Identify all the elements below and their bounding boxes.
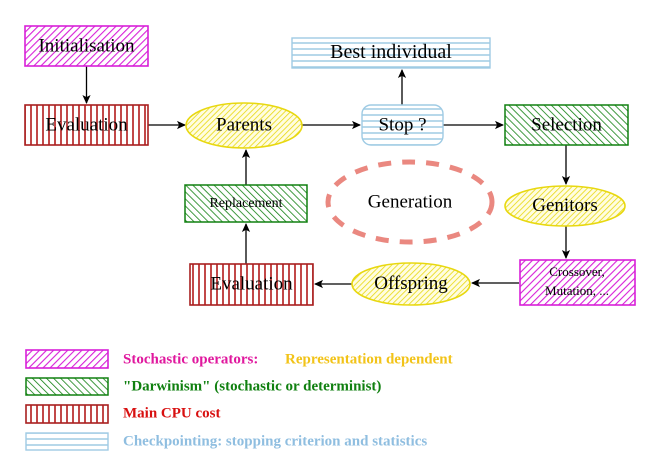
legend-row-cpu: Main CPU cost bbox=[25, 404, 221, 424]
node-stop[interactable]: Stop ? bbox=[361, 104, 444, 146]
node-genitors[interactable]: Genitors bbox=[504, 185, 626, 227]
node-best-individual-shape bbox=[291, 37, 491, 69]
edges-layer bbox=[82, 66, 571, 289]
legend-row-stochastic: Stochastic operators: Representation dep… bbox=[25, 349, 453, 369]
node-generation: Generation bbox=[325, 159, 495, 245]
node-replacement-shape bbox=[184, 184, 308, 223]
legend-row-darwinism: "Darwinism" (stochastic or determinist) bbox=[25, 377, 381, 396]
legend-swatch-cpu bbox=[25, 404, 109, 424]
legend-text-representation-dependent: Representation dependent bbox=[285, 351, 453, 367]
node-crossover-mutation-shape bbox=[519, 259, 636, 306]
node-replacement[interactable]: Replacement bbox=[184, 184, 308, 223]
node-best-individual[interactable]: Best individual bbox=[291, 37, 491, 69]
node-crossover-label-line1: Crossover, bbox=[549, 264, 604, 279]
node-initialisation-label: Initialisation bbox=[38, 35, 135, 56]
node-offspring[interactable]: Offspring bbox=[351, 262, 471, 306]
node-selection[interactable]: Selection bbox=[504, 104, 629, 146]
node-evaluation-bottom-shape bbox=[189, 263, 314, 306]
legend-swatch-darwinism bbox=[25, 377, 109, 396]
node-offspring-shape bbox=[351, 262, 471, 306]
node-evaluation-bottom-label: Evaluation bbox=[210, 273, 293, 294]
node-parents-shape bbox=[185, 102, 303, 149]
node-replacement-label: Replacement bbox=[209, 196, 282, 211]
node-stop-label: Stop ? bbox=[378, 114, 426, 135]
node-generation-shape bbox=[325, 159, 495, 245]
node-evaluation-bottom[interactable]: Evaluation bbox=[189, 263, 314, 306]
node-generation-label: Generation bbox=[368, 191, 453, 212]
legend-swatch-stochastic bbox=[25, 349, 109, 369]
legend-text-cpu: Main CPU cost bbox=[123, 405, 221, 421]
node-genitors-shape bbox=[504, 185, 626, 227]
node-crossover-label-line2: Mutation, ... bbox=[545, 283, 609, 298]
node-stop-shape bbox=[361, 104, 444, 146]
node-evaluation-top[interactable]: Evaluation bbox=[24, 104, 149, 146]
legend-text-stochastic: Stochastic operators: bbox=[123, 351, 258, 367]
node-genitors-label: Genitors bbox=[532, 195, 597, 216]
node-parents[interactable]: Parents bbox=[185, 102, 303, 149]
legend: Stochastic operators: Representation dep… bbox=[25, 349, 453, 451]
node-selection-shape bbox=[504, 104, 629, 146]
node-best-individual-label: Best individual bbox=[330, 41, 452, 63]
node-initialisation-shape bbox=[24, 25, 149, 67]
node-selection-label: Selection bbox=[531, 114, 602, 135]
legend-text-darwinism: "Darwinism" (stochastic or determinist) bbox=[123, 378, 381, 394]
node-evaluation-top-shape bbox=[24, 104, 149, 146]
legend-text-checkpointing: Checkpointing: stopping criterion and st… bbox=[123, 433, 427, 449]
node-crossover-mutation[interactable]: Crossover, Mutation, ... bbox=[519, 259, 636, 306]
legend-swatch-checkpointing bbox=[25, 432, 109, 451]
legend-row-checkpointing: Checkpointing: stopping criterion and st… bbox=[25, 432, 427, 451]
node-parents-label: Parents bbox=[216, 114, 272, 135]
node-initialisation[interactable]: Initialisation bbox=[24, 25, 149, 67]
node-evaluation-top-label: Evaluation bbox=[45, 114, 128, 135]
node-offspring-label: Offspring bbox=[374, 273, 448, 294]
